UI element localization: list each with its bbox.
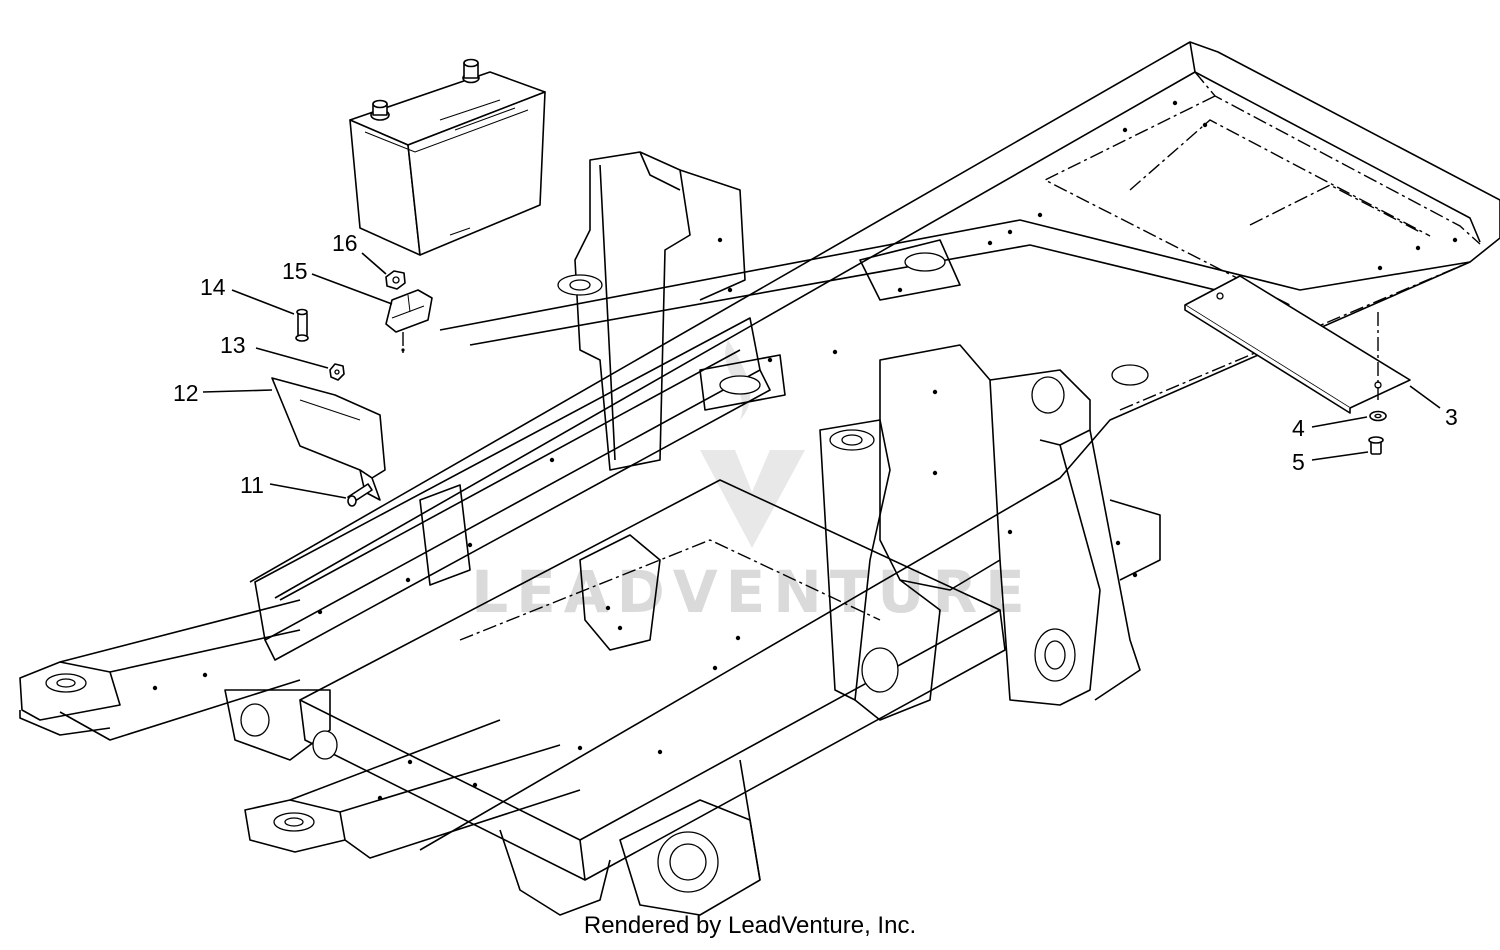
callouts: 3 4 5 11 12 13 14 15 xyxy=(173,230,1458,499)
watermark-v-icon xyxy=(700,450,805,548)
callout-11-label: 11 xyxy=(240,472,264,498)
nut-part-16[interactable] xyxy=(385,270,406,290)
callout-14-label: 14 xyxy=(200,274,226,300)
battery[interactable] xyxy=(349,58,546,256)
washer-part-4[interactable] xyxy=(1369,410,1387,422)
screw-part-11[interactable] xyxy=(347,483,373,507)
frame-holes xyxy=(152,100,1458,801)
callout-15[interactable]: 15 xyxy=(282,258,393,305)
callout-16[interactable]: 16 xyxy=(332,230,387,275)
nut-part-13[interactable] xyxy=(329,363,345,381)
bolt-part-5[interactable] xyxy=(1368,436,1384,455)
watermark: LEADVENTURE xyxy=(471,340,1033,626)
watermark-text: LEADVENTURE xyxy=(471,558,1033,626)
callout-3-label: 3 xyxy=(1445,404,1458,430)
callout-3[interactable]: 3 xyxy=(1409,385,1458,430)
shield-part-12[interactable] xyxy=(271,377,386,501)
plate-part-3[interactable] xyxy=(1184,275,1411,414)
rendered-by-footer: Rendered by LeadVenture, Inc. xyxy=(583,912,917,939)
callout-4-label: 4 xyxy=(1292,415,1305,441)
bolt-part-14[interactable] xyxy=(295,308,309,342)
main-frame xyxy=(19,41,1500,916)
clamp-part-15[interactable] xyxy=(385,289,433,355)
callout-13-label: 13 xyxy=(220,332,246,358)
callout-16-label: 16 xyxy=(332,230,358,256)
callout-4[interactable]: 4 xyxy=(1292,415,1368,441)
callout-12-label: 12 xyxy=(173,380,199,406)
callout-13[interactable]: 13 xyxy=(220,332,329,369)
callout-12[interactable]: 12 xyxy=(173,380,273,406)
callout-11[interactable]: 11 xyxy=(240,472,347,499)
callout-5-label: 5 xyxy=(1292,449,1305,475)
callout-5[interactable]: 5 xyxy=(1292,449,1369,475)
callout-15-label: 15 xyxy=(282,258,308,284)
callout-14[interactable]: 14 xyxy=(200,274,295,315)
mount-pads xyxy=(45,252,1149,832)
